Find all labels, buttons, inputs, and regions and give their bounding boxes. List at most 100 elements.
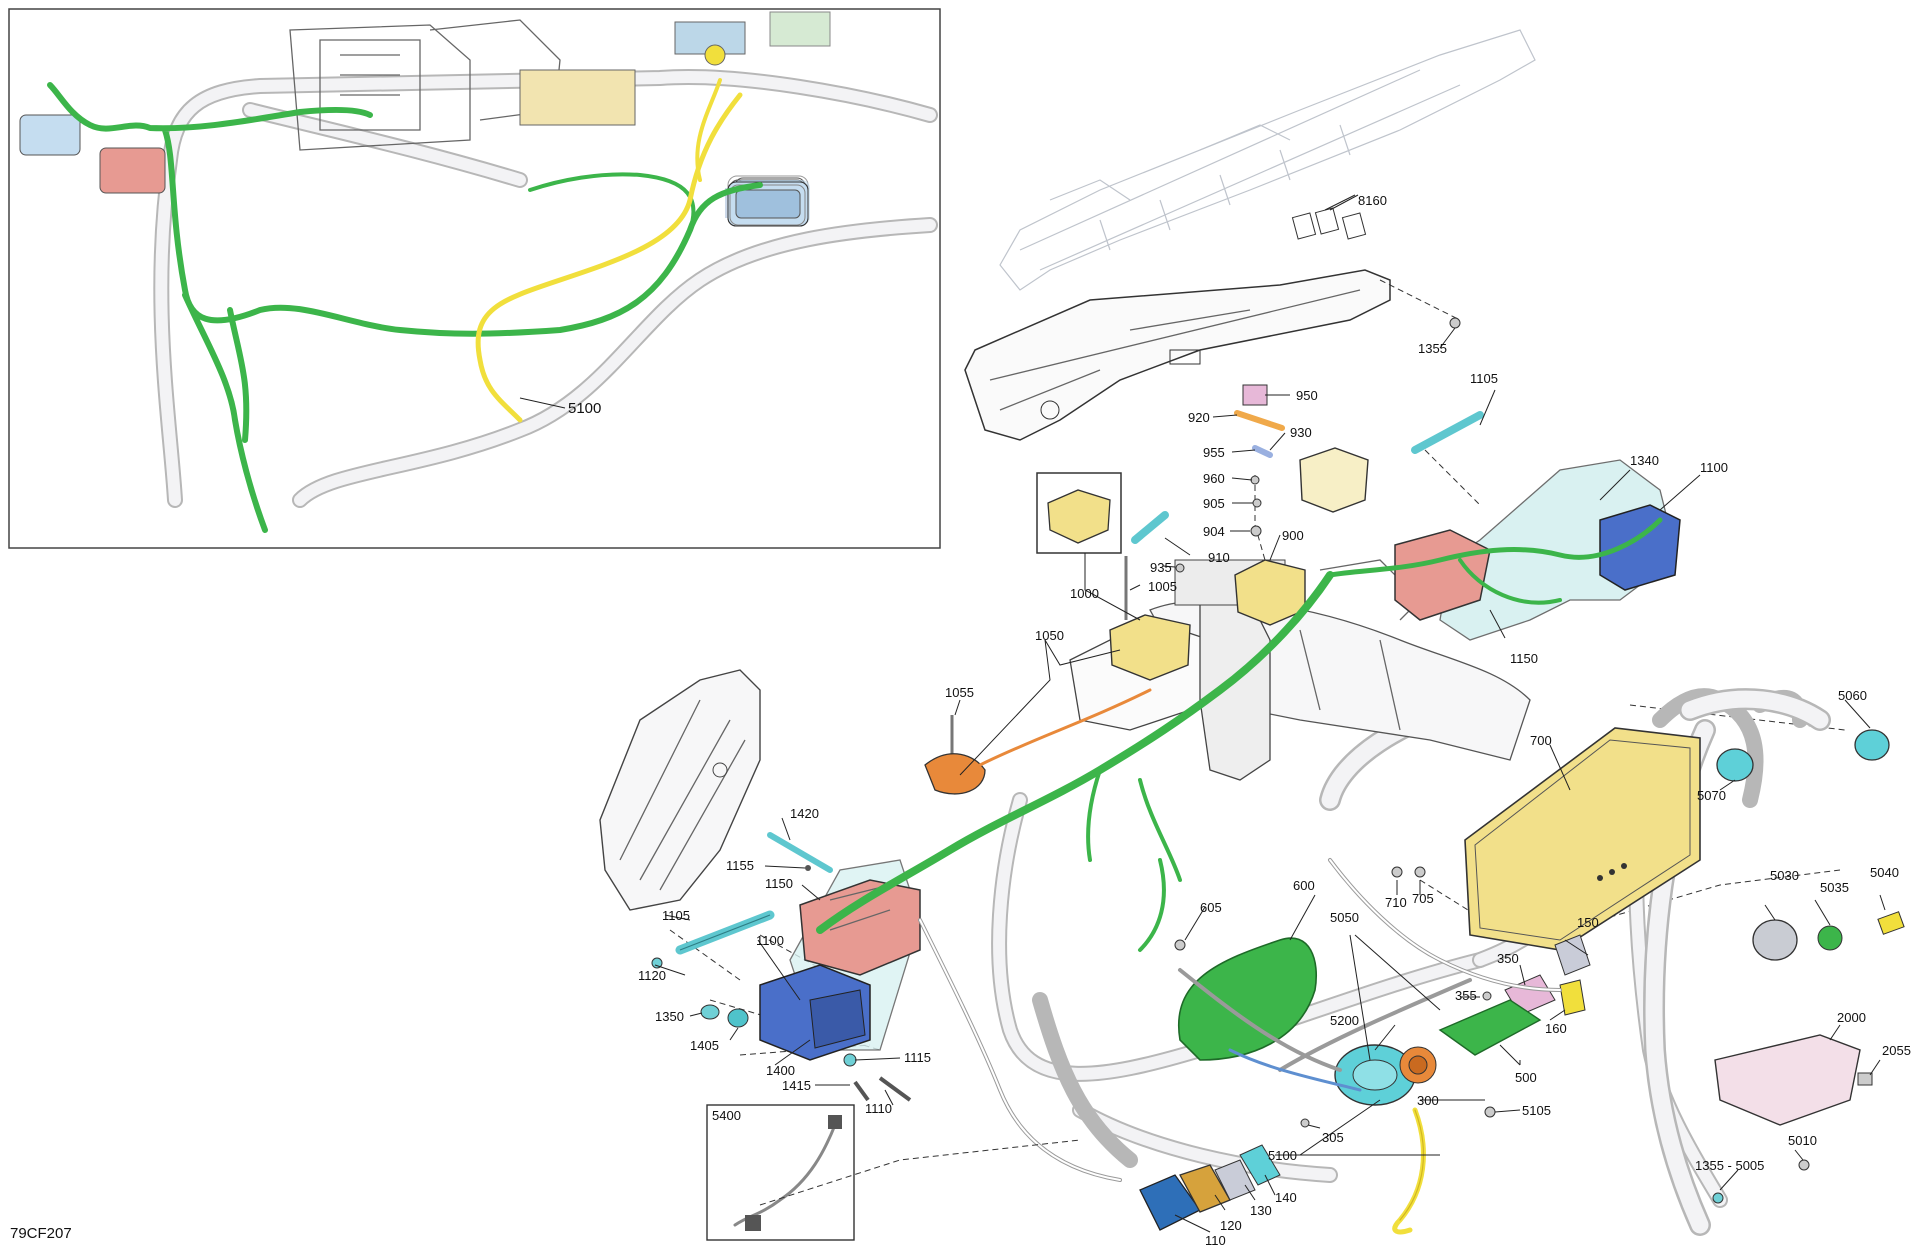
part-8160 xyxy=(1291,194,1367,240)
dash-panel xyxy=(964,269,1391,441)
part-5105 xyxy=(1484,1106,1496,1118)
callout-905: 905 xyxy=(1203,496,1225,511)
callout-labels: 8160 1355 950 920 930 955 960 905 904 91… xyxy=(638,193,1911,1245)
callout-305: 305 xyxy=(1322,1130,1344,1145)
part-2055 xyxy=(1857,1072,1873,1086)
inset-callout-5100: 5100 xyxy=(568,400,601,417)
callout-130: 130 xyxy=(1250,1203,1272,1218)
part-910-bracket xyxy=(1131,511,1169,544)
harness-grey xyxy=(918,858,1562,1182)
part-935 xyxy=(1175,563,1185,573)
part-700-display xyxy=(1464,727,1701,951)
callout-5030: 5030 xyxy=(1770,868,1799,883)
callout-5050: 5050 xyxy=(1330,910,1359,925)
callout-1340: 1340 xyxy=(1630,453,1659,468)
callout-5010: 5010 xyxy=(1788,1133,1817,1148)
part-2000 xyxy=(1714,1034,1861,1126)
callout-5040: 5040 xyxy=(1870,865,1899,880)
callout-1000: 1000 xyxy=(1070,586,1099,601)
harness-green xyxy=(816,517,1663,952)
callout-1110: 1110 xyxy=(865,1101,892,1116)
callout-1050: 1050 xyxy=(1035,628,1064,643)
callout-1415: 1415 xyxy=(782,1078,811,1093)
callout-120: 120 xyxy=(1220,1218,1242,1233)
cluster-housing xyxy=(599,669,761,911)
callout-960: 960 xyxy=(1203,471,1225,486)
part-960 xyxy=(1250,475,1260,485)
callout-110: 110 xyxy=(1205,1233,1226,1245)
callout-350: 350 xyxy=(1497,951,1519,966)
callout-5105: 5105 xyxy=(1522,1103,1551,1118)
harness-yellow xyxy=(1392,1107,1426,1235)
callout-904: 904 xyxy=(1203,524,1225,539)
part-1115 xyxy=(843,1053,857,1067)
part-5200 xyxy=(1334,1044,1416,1106)
callout-5035: 5035 xyxy=(1820,880,1849,895)
part-605 xyxy=(1174,939,1186,951)
part-1150-left xyxy=(799,879,921,976)
part-1350 xyxy=(700,1004,720,1020)
callout-160: 160 xyxy=(1545,1021,1567,1036)
part-5035 xyxy=(1817,925,1843,951)
part-5060 xyxy=(1854,729,1890,761)
part-900-relay xyxy=(1234,447,1369,626)
callout-1100-top: 1100 xyxy=(1700,460,1728,475)
part-1355-5005 xyxy=(1712,1192,1724,1204)
part-1420 xyxy=(767,832,833,873)
part-1100-right xyxy=(1599,504,1681,591)
part-905 xyxy=(1252,498,1262,508)
part-950 xyxy=(1242,384,1268,406)
callout-1355: 1355 xyxy=(1418,341,1447,356)
inset-5400 xyxy=(706,1104,1081,1241)
part-1120 xyxy=(651,957,663,969)
callout-5100: 5100 xyxy=(1268,1148,1297,1163)
part-1105-right xyxy=(1411,411,1484,454)
callout-150: 150 xyxy=(1577,915,1599,930)
callout-1100-left: 1100 xyxy=(756,933,784,948)
callout-5400: 5400 xyxy=(712,1108,741,1123)
callout-5070: 5070 xyxy=(1697,788,1726,803)
part-1405 xyxy=(727,1008,749,1028)
callout-2000: 2000 xyxy=(1837,1010,1866,1025)
part-1415 xyxy=(853,1080,870,1102)
callout-920: 920 xyxy=(1188,410,1210,425)
callout-1115: 1115 xyxy=(904,1050,931,1065)
part-1110 xyxy=(878,1076,912,1102)
part-130 xyxy=(1214,1159,1256,1201)
callout-1350: 1350 xyxy=(655,1009,684,1024)
callout-605: 605 xyxy=(1200,900,1222,915)
callout-955: 955 xyxy=(1203,445,1225,460)
part-140 xyxy=(1239,1144,1281,1186)
part-355 xyxy=(1482,991,1492,1001)
part-160 xyxy=(1559,979,1586,1016)
callout-700: 700 xyxy=(1530,733,1552,748)
part-955 xyxy=(1252,445,1273,458)
callout-910: 910 xyxy=(1208,550,1230,565)
callout-2055: 2055 xyxy=(1882,1043,1911,1058)
part-1100-left xyxy=(759,964,871,1061)
part-1050 xyxy=(924,688,1152,795)
callout-1005: 1005 xyxy=(1148,579,1177,594)
part-920 xyxy=(1234,410,1285,431)
part-600 xyxy=(1177,937,1317,1061)
part-150 xyxy=(1554,934,1591,976)
figure-code: 79CF207 xyxy=(10,1225,72,1242)
callout-1055: 1055 xyxy=(945,685,974,700)
callout-950: 950 xyxy=(1296,388,1318,403)
dashboard-ghost xyxy=(999,29,1536,291)
callout-1150-top: 1150 xyxy=(1510,651,1538,666)
callout-900: 900 xyxy=(1282,528,1304,543)
callout-8160: 8160 xyxy=(1358,193,1387,208)
inset-detail: 5100 xyxy=(8,8,941,549)
part-5040 xyxy=(1877,911,1905,935)
callout-600: 600 xyxy=(1293,878,1315,893)
callout-705: 705 xyxy=(1412,891,1434,906)
callout-1105-top: 1105 xyxy=(1470,371,1498,386)
part-1155 xyxy=(805,865,811,871)
callout-5060: 5060 xyxy=(1838,688,1867,703)
part-1105-left xyxy=(675,910,775,955)
callout-1150-left: 1150 xyxy=(765,876,793,891)
part-904 xyxy=(1250,525,1262,537)
part-1000-installed xyxy=(1109,614,1191,681)
